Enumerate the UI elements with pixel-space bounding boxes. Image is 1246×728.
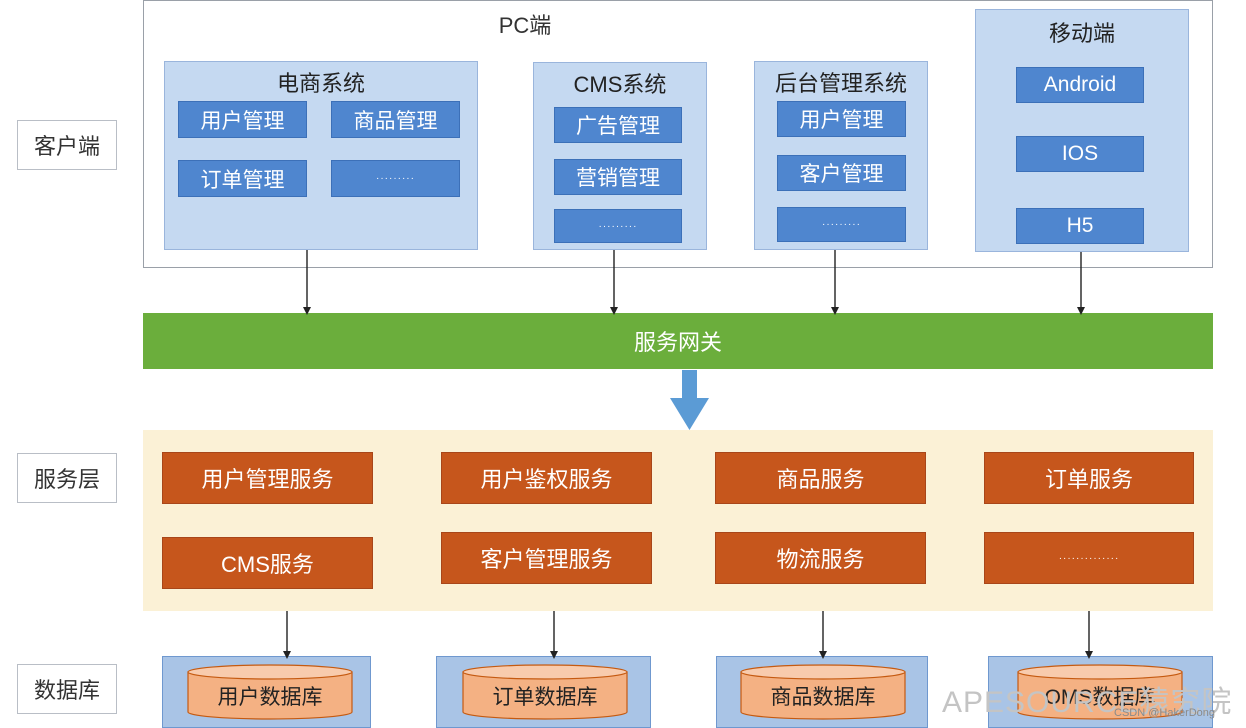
layer-label-database: 数据库 [17, 664, 117, 714]
service-product[interactable]: 商品服务 [715, 452, 926, 504]
service-customer-management[interactable]: 客户管理服务 [441, 532, 652, 584]
service-more[interactable]: ·············· [984, 532, 1194, 584]
gateway-down-arrow [670, 370, 709, 430]
admin-panel-title: 后台管理系统 [774, 71, 907, 96]
database-cylinder-user [187, 664, 353, 720]
cms-panel-title: CMS系统 [573, 72, 667, 97]
service-order[interactable]: 订单服务 [984, 452, 1194, 504]
watermark: APESOURCE猿究院 [942, 686, 1233, 719]
admin-user-management[interactable]: 用户管理 [777, 101, 906, 137]
database-label-product: 商品数据库 [770, 686, 876, 709]
ecommerce-panel [164, 61, 478, 250]
ecommerce-product-management[interactable]: 商品管理 [331, 101, 460, 138]
mobile-ios[interactable]: IOS [1016, 136, 1144, 172]
mobile-h5[interactable]: H5 [1016, 208, 1144, 244]
service-user-management[interactable]: 用户管理服务 [162, 452, 373, 504]
service-logistics[interactable]: 物流服务 [715, 532, 926, 584]
mobile-panel-title: 移动端 [1048, 21, 1115, 46]
pc-title: PC端 [498, 13, 552, 38]
ecommerce-panel-title: 电商系统 [276, 71, 365, 96]
ecommerce-more[interactable]: ········· [331, 160, 460, 197]
database-cylinder-oms [1017, 664, 1183, 720]
ecommerce-order-management[interactable]: 订单管理 [178, 160, 307, 197]
ecommerce-user-management[interactable]: 用户管理 [178, 101, 307, 138]
service-cms[interactable]: CMS服务 [162, 537, 373, 589]
cms-ad-management[interactable]: 广告管理 [554, 107, 682, 143]
service-user-auth[interactable]: 用户鉴权服务 [441, 452, 652, 504]
database-label-oms: OMS数据库 [1044, 686, 1156, 709]
database-label-order: 订单数据库 [492, 686, 598, 709]
cms-more[interactable]: ········· [554, 209, 682, 243]
admin-customer-management[interactable]: 客户管理 [777, 155, 906, 191]
database-cylinder-order [462, 664, 628, 720]
admin-more[interactable]: ········· [777, 207, 906, 242]
mobile-android[interactable]: Android [1016, 67, 1144, 103]
source-credit: CSDN @HakerDong [1114, 707, 1216, 719]
layer-label-client: 客户端 [17, 120, 117, 170]
database-label-user: 用户数据库 [217, 686, 323, 709]
database-cylinder-product [740, 664, 906, 720]
cms-marketing-management[interactable]: 营销管理 [554, 159, 682, 195]
service-gateway: 服务网关 [143, 313, 1213, 369]
layer-label-service: 服务层 [17, 453, 117, 503]
